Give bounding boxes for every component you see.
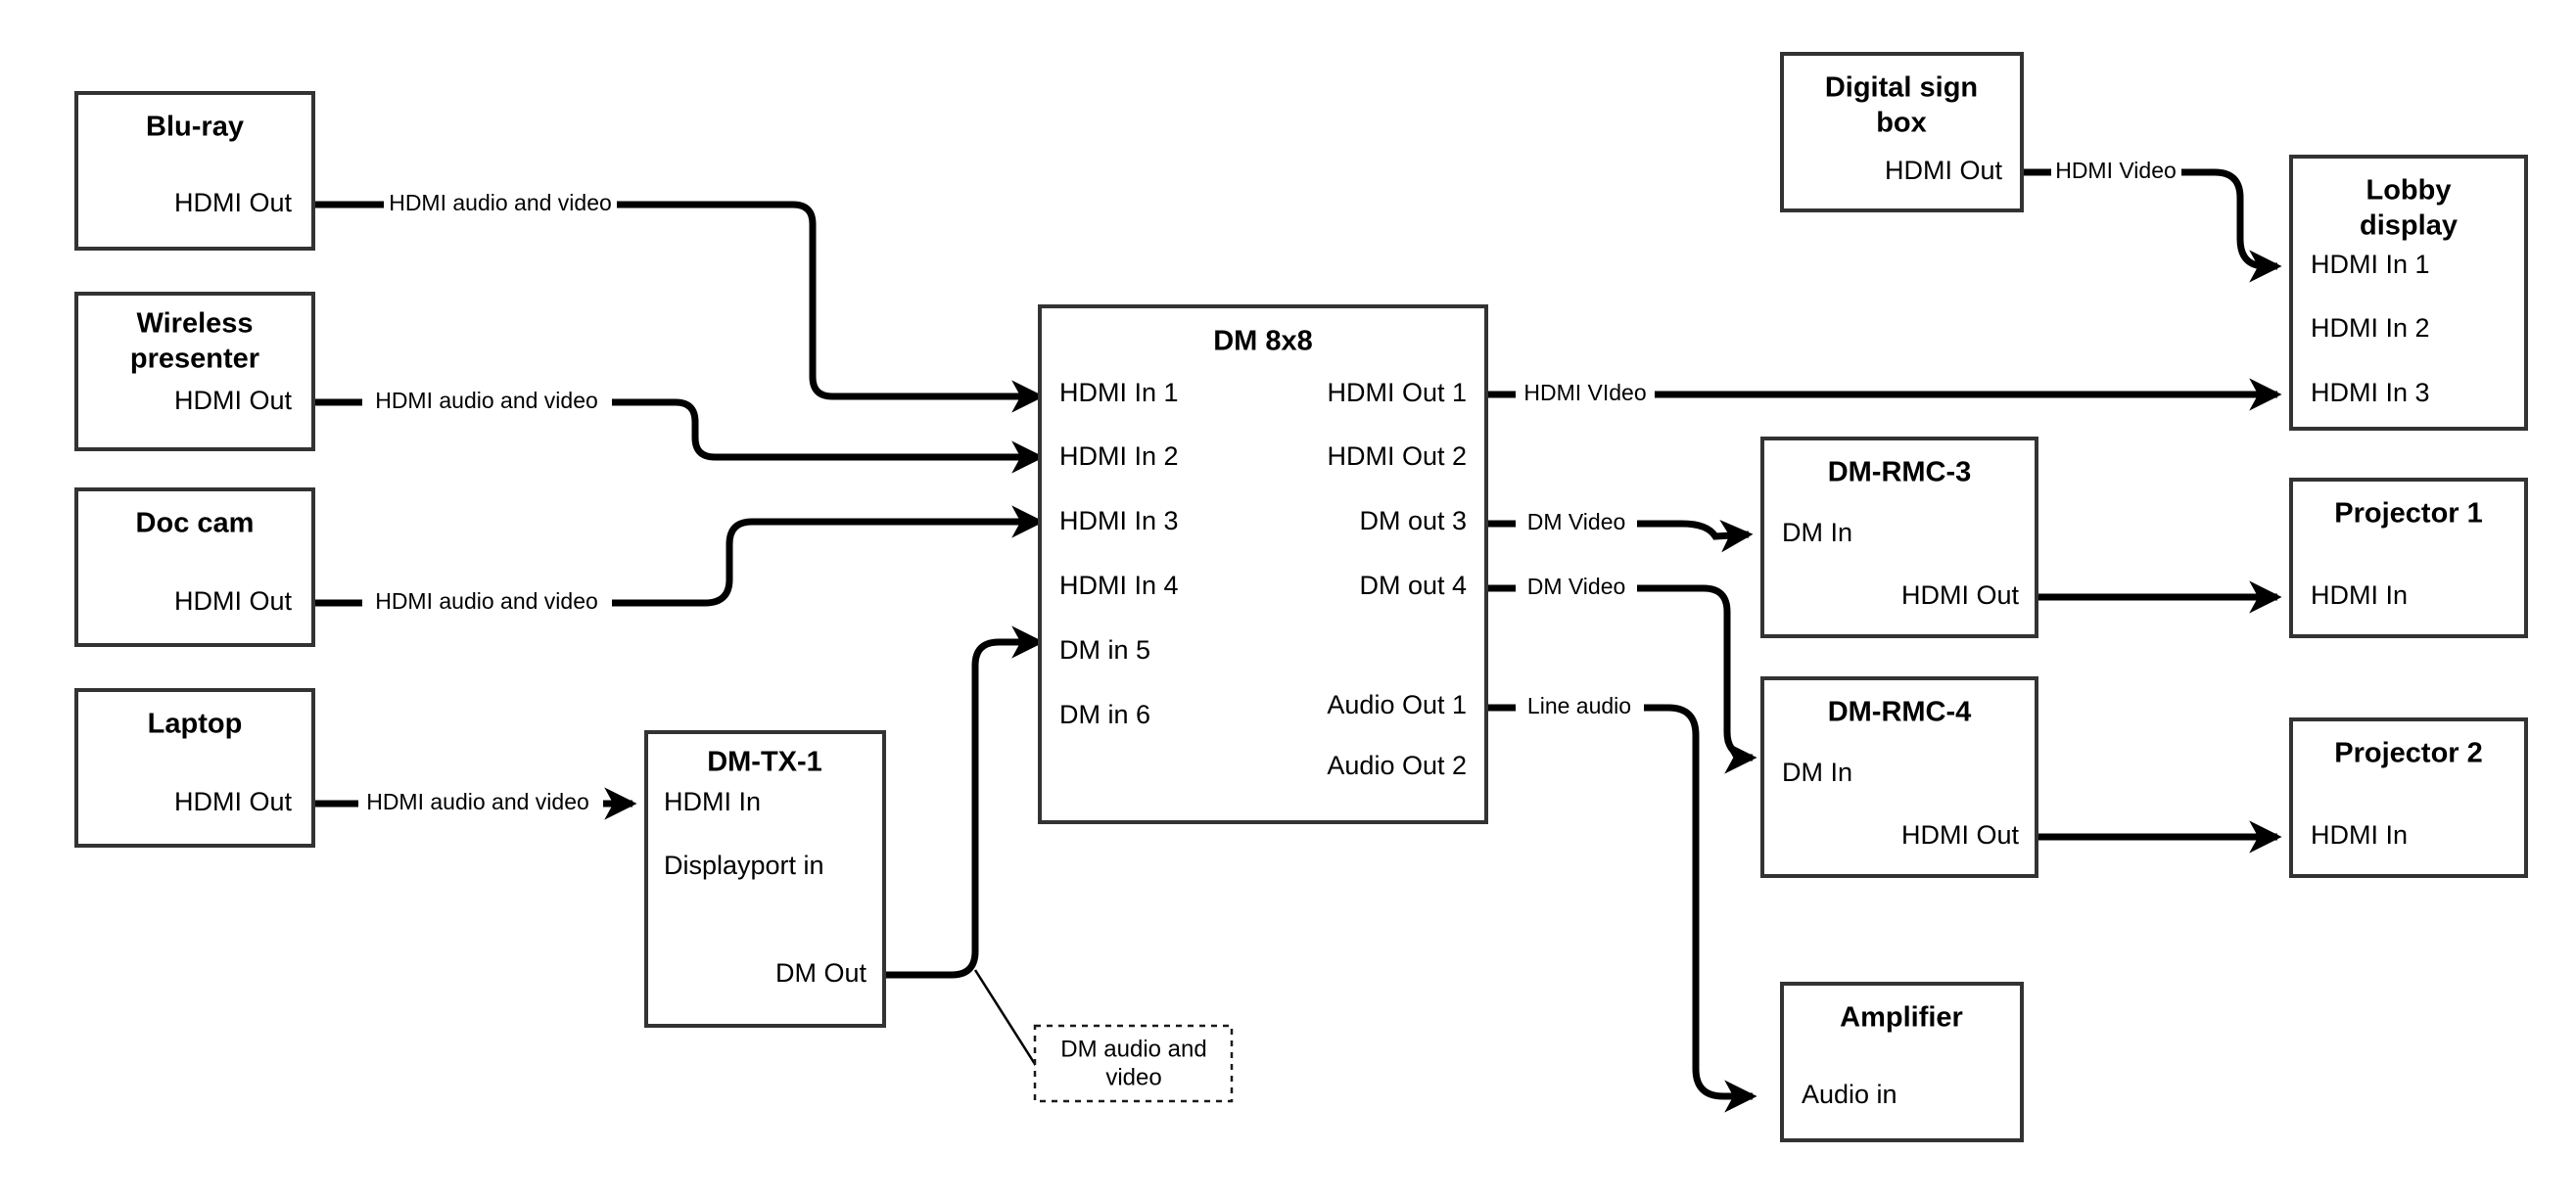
wire-label-wireless: HDMI audio and video (375, 388, 598, 413)
node-lobby-display-title-line1: Lobby (2366, 175, 2452, 207)
port-lobby-display-hdmi-in-1[interactable]: HDMI In 1 (2311, 250, 2430, 279)
port-dm-tx-1-hdmi-in[interactable]: HDMI In (664, 787, 761, 816)
port-laptop-hdmi-out[interactable]: HDMI Out (174, 787, 293, 816)
node-laptop-box[interactable] (74, 688, 315, 848)
port-projector-2-hdmi-in[interactable]: HDMI In (2311, 820, 2408, 850)
node-projector-2[interactable]: Projector 2 HDMI In (2289, 717, 2528, 878)
node-dm-tx-1-box[interactable] (644, 730, 886, 1028)
node-amplifier[interactable]: Amplifier Audio in (1780, 982, 2024, 1142)
node-digital-sign-box-title-line2: box (1876, 108, 1927, 139)
wire-label-hdmi-video-lobby: HDMI VIdeo (1523, 380, 1646, 405)
wire-label-bluray: HDMI audio and video (389, 190, 612, 215)
port-dm-rmc-3-hdmi-out[interactable]: HDMI Out (1901, 580, 2020, 610)
node-amplifier-box[interactable] (1780, 982, 2024, 1142)
port-dm-8x8-hdmi-in-3[interactable]: HDMI In 3 (1059, 506, 1179, 535)
node-digital-sign-box-box[interactable] (1780, 52, 2024, 212)
wire-doccam-to-dm8x8-run (612, 505, 1045, 607)
node-doc-cam-title: Doc cam (136, 508, 255, 539)
node-dm-rmc-4-title: DM-RMC-4 (1828, 697, 1972, 728)
node-amplifier-title: Amplifier (1840, 1002, 1963, 1034)
node-dm-rmc-3[interactable]: DM-RMC-3 DM In HDMI Out (1760, 437, 2038, 638)
node-dm-tx-1-title: DM-TX-1 (707, 747, 822, 778)
wire-label-hdmi-video-sign: HDMI Video (2055, 158, 2177, 183)
wire-bluray-to-dm8x8-run (617, 201, 1045, 413)
wire-sign-to-lobby (2181, 168, 2282, 283)
wire-dmtx1-to-dm8x8 (884, 625, 1045, 979)
wire-audioout1-to-amplifier (1644, 704, 1757, 1113)
node-projector-1[interactable]: Projector 1 HDMI In (2289, 478, 2528, 638)
port-blu-ray-hdmi-out[interactable]: HDMI Out (174, 188, 293, 217)
port-doc-cam-hdmi-out[interactable]: HDMI Out (174, 586, 293, 616)
port-dm-rmc-3-dm-in[interactable]: DM In (1782, 518, 1852, 547)
node-wireless-presenter[interactable]: Wireless presenter HDMI Out (74, 292, 315, 451)
node-digital-sign-box-title-line1: Digital sign (1825, 72, 1978, 104)
node-dm-8x8-box[interactable] (1038, 304, 1488, 824)
port-dm-8x8-hdmi-in-4[interactable]: HDMI In 4 (1059, 571, 1179, 600)
node-wireless-presenter-box[interactable] (74, 292, 315, 451)
wire-label-line-audio: Line audio (1527, 693, 1631, 718)
node-lobby-display-title-line2: display (2360, 210, 2458, 242)
wire-label-layer: HDMI audio and video HDMI audio and vide… (366, 158, 2177, 814)
port-wireless-presenter-hdmi-out[interactable]: HDMI Out (174, 386, 293, 415)
port-dm-rmc-4-dm-in[interactable]: DM In (1782, 758, 1852, 787)
port-dm-8x8-dm-out-4[interactable]: DM out 4 (1359, 571, 1467, 600)
port-lobby-display-hdmi-in-2[interactable]: HDMI In 2 (2311, 313, 2430, 343)
node-blu-ray[interactable]: Blu-ray HDMI Out (74, 91, 315, 251)
wire-dm8x8-dmout4-to-rmc4 (1637, 584, 1757, 774)
port-amplifier-audio-in[interactable]: Audio in (1802, 1080, 1897, 1109)
node-dm-tx-1[interactable]: DM-TX-1 HDMI In Displayport in DM Out (644, 730, 886, 1028)
node-lobby-display-box[interactable] (2289, 155, 2528, 431)
wire-layer (313, 168, 2282, 1113)
wire-label-dm-video-4: DM Video (1527, 574, 1626, 599)
node-dm-rmc-4[interactable]: DM-RMC-4 DM In HDMI Out (1760, 676, 2038, 878)
port-dm-8x8-dm-in-5[interactable]: DM in 5 (1059, 635, 1150, 665)
node-projector-1-title: Projector 1 (2334, 498, 2483, 530)
port-dm-8x8-hdmi-in-2[interactable]: HDMI In 2 (1059, 441, 1179, 471)
port-lobby-display-hdmi-in-3[interactable]: HDMI In 3 (2311, 378, 2430, 407)
wire-label-dm-video-3: DM Video (1527, 509, 1626, 534)
node-wireless-presenter-title-line1: Wireless (136, 308, 253, 340)
node-wireless-presenter-title-line2: presenter (130, 344, 259, 375)
callout-dm-audio-and-video-line1: DM audio and (1060, 1036, 1206, 1062)
port-dm-8x8-dm-in-6[interactable]: DM in 6 (1059, 700, 1150, 729)
port-dm-rmc-4-hdmi-out[interactable]: HDMI Out (1901, 820, 2020, 850)
node-blu-ray-title: Blu-ray (146, 112, 244, 143)
port-dm-8x8-audio-out-2[interactable]: Audio Out 2 (1327, 751, 1467, 780)
node-dm-8x8-title: DM 8x8 (1213, 326, 1313, 357)
node-laptop[interactable]: Laptop HDMI Out (74, 688, 315, 848)
port-dm-8x8-hdmi-out-1[interactable]: HDMI Out 1 (1327, 378, 1467, 407)
port-digital-sign-box-hdmi-out[interactable]: HDMI Out (1885, 156, 2003, 185)
node-projector-2-box[interactable] (2289, 717, 2528, 878)
port-dm-tx-1-dm-out[interactable]: DM Out (775, 958, 867, 988)
port-dm-8x8-hdmi-in-1[interactable]: HDMI In 1 (1059, 378, 1179, 407)
node-doc-cam[interactable]: Doc cam HDMI Out (74, 487, 315, 647)
node-dm-8x8[interactable]: DM 8x8 HDMI In 1 HDMI In 2 HDMI In 3 HDM… (1038, 304, 1488, 824)
node-doc-cam-box[interactable] (74, 487, 315, 647)
node-projector-1-box[interactable] (2289, 478, 2528, 638)
node-dm-rmc-3-title: DM-RMC-3 (1828, 457, 1972, 488)
wire-label-doccam: HDMI audio and video (375, 588, 598, 614)
node-lobby-display[interactable]: Lobby display HDMI In 1 HDMI In 2 HDMI I… (2289, 155, 2528, 431)
port-dm-8x8-audio-out-1[interactable]: Audio Out 1 (1327, 690, 1467, 719)
callout-leader-line (973, 969, 1042, 1073)
node-blu-ray-box[interactable] (74, 91, 315, 251)
port-dm-tx-1-displayport-in[interactable]: Displayport in (664, 851, 824, 880)
callout-dm-audio-and-video-box (1033, 1024, 1234, 1103)
node-digital-sign-box[interactable]: Digital sign box HDMI Out (1780, 52, 2024, 212)
callout-dm-audio-and-video: DM audio and video (1033, 1024, 1234, 1103)
node-dm-rmc-4-box[interactable] (1760, 676, 2038, 878)
port-dm-8x8-hdmi-out-2[interactable]: HDMI Out 2 (1327, 441, 1467, 471)
port-projector-1-hdmi-in[interactable]: HDMI In (2311, 580, 2408, 610)
node-projector-2-title: Projector 2 (2334, 738, 2483, 769)
callout-dm-audio-and-video-line2: video (1105, 1064, 1161, 1090)
node-dm-rmc-3-box[interactable] (1760, 437, 2038, 638)
node-laptop-title: Laptop (148, 709, 243, 740)
port-dm-8x8-dm-out-3[interactable]: DM out 3 (1359, 506, 1467, 535)
wire-wireless-to-dm8x8-run (612, 398, 1045, 474)
wire-label-laptop: HDMI audio and video (366, 789, 589, 814)
wire-dm8x8-dmout3-to-rmc3 (1637, 520, 1754, 553)
